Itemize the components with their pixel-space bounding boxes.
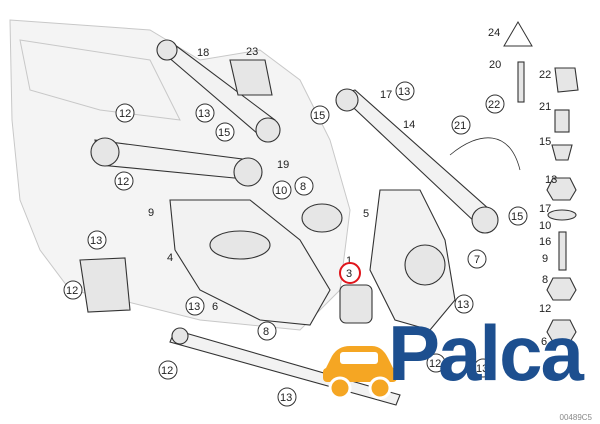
- callout-circle: [426, 353, 446, 373]
- callout-label: 13: [476, 363, 488, 375]
- callout-circle: [257, 321, 277, 341]
- nut-12: [546, 319, 577, 343]
- callout-label: 3: [346, 268, 352, 280]
- bracket-22: [554, 67, 579, 93]
- callout-label: 20: [489, 59, 501, 71]
- callout-label: 24: [488, 27, 500, 39]
- callout-label: 12: [119, 108, 131, 120]
- callout-label: 13: [398, 86, 410, 98]
- callout-circle: [467, 249, 487, 269]
- bolt-20: [517, 61, 525, 103]
- callout-label: 13: [90, 235, 102, 247]
- callout-circle: [508, 206, 528, 226]
- callout-label: 14: [403, 119, 415, 131]
- bushing-19-inner: [90, 137, 120, 167]
- brand-name: Palca: [388, 309, 584, 397]
- highlight-circle: [339, 262, 361, 284]
- callout-label: 15: [539, 136, 551, 148]
- callout-label: 16: [539, 236, 551, 248]
- callout-circle: [485, 94, 505, 114]
- callout-circle: [272, 180, 292, 200]
- callout-circle: [115, 103, 135, 123]
- callout-label: 9: [542, 253, 548, 265]
- callout-label: 17: [539, 203, 551, 215]
- callout-label: 13: [188, 301, 200, 313]
- callout-label: 5: [363, 208, 369, 220]
- wishbone-spring-seat: [209, 230, 271, 260]
- washer-15: [551, 144, 573, 161]
- callout-label: 12: [161, 365, 173, 377]
- callout-label: 15: [218, 127, 230, 139]
- callout-circle: [63, 280, 83, 300]
- car-icon: [323, 346, 397, 400]
- callout-label: 12: [66, 285, 78, 297]
- hub-bore: [404, 244, 446, 286]
- diagram-code: 00489C5: [559, 413, 592, 422]
- callout-label: 19: [277, 159, 289, 171]
- callout-circle: [395, 81, 415, 101]
- callout-label: 21: [454, 120, 466, 132]
- callout-label: 1: [346, 255, 352, 267]
- callout-circle: [185, 296, 205, 316]
- callout-circle: [158, 360, 178, 380]
- callout-circle: [195, 103, 215, 123]
- callout-label: 13: [280, 392, 292, 404]
- bushing-18-inner: [156, 39, 178, 61]
- subframe-crossmember: [19, 39, 181, 121]
- callout-label: 21: [539, 101, 551, 113]
- brand-logo: Palca: [320, 314, 596, 422]
- callout-label: 6: [541, 336, 547, 348]
- washer-17: [547, 209, 577, 221]
- callout-label: 12: [429, 358, 441, 370]
- tie-rod-end-left: [171, 327, 189, 345]
- callout-circle: [451, 115, 471, 135]
- callout-label: 22: [539, 69, 551, 81]
- callout-label: 9: [148, 207, 154, 219]
- bushing-14-outer: [471, 206, 499, 234]
- callout-label: 13: [198, 108, 210, 120]
- callout-label: 15: [313, 110, 325, 122]
- rubber-mount-5: [301, 203, 343, 233]
- callout-label: 10: [275, 185, 287, 197]
- callout-circle: [277, 387, 297, 407]
- callout-label: 8: [263, 326, 269, 338]
- callout-circle: [87, 230, 107, 250]
- bracket-23: [229, 59, 273, 96]
- callout-label: 17: [380, 89, 392, 101]
- callout-label: 15: [511, 211, 523, 223]
- callout-label: 22: [488, 99, 500, 111]
- callout-label: 4: [167, 252, 173, 264]
- bushing-3: [339, 284, 373, 324]
- callout-circle: [215, 122, 235, 142]
- callout-circle: [294, 176, 314, 196]
- callout-label: 10: [539, 220, 551, 232]
- callout-label: 12: [117, 176, 129, 188]
- callout-label: 7: [474, 254, 480, 266]
- callout-label: 18: [197, 47, 209, 59]
- warning-triangle-icon: [503, 21, 533, 47]
- nut-8: [546, 277, 577, 301]
- bushing-14-inner: [335, 88, 359, 112]
- callout-label: 13: [457, 299, 469, 311]
- callout-label: 8: [300, 181, 306, 193]
- bushing-18-outer: [255, 117, 281, 143]
- callout-circle: [114, 171, 134, 191]
- bushing-19-outer: [233, 157, 263, 187]
- callout-label: 6: [212, 301, 218, 313]
- bracket-9: [79, 257, 131, 313]
- lower-wishbone-4: [169, 199, 331, 326]
- callout-circle: [473, 358, 493, 378]
- callout-circle: [310, 105, 330, 125]
- bolt-16: [558, 231, 567, 271]
- callout-label: 12: [539, 303, 551, 315]
- bolt-21: [554, 109, 570, 133]
- callout-label: 23: [246, 46, 258, 58]
- callout-label: 8: [542, 274, 548, 286]
- nut-13: [546, 177, 577, 201]
- abs-sensor-wire-21: [449, 137, 521, 171]
- callout-circle: [454, 294, 474, 314]
- callout-label: 13: [545, 174, 557, 186]
